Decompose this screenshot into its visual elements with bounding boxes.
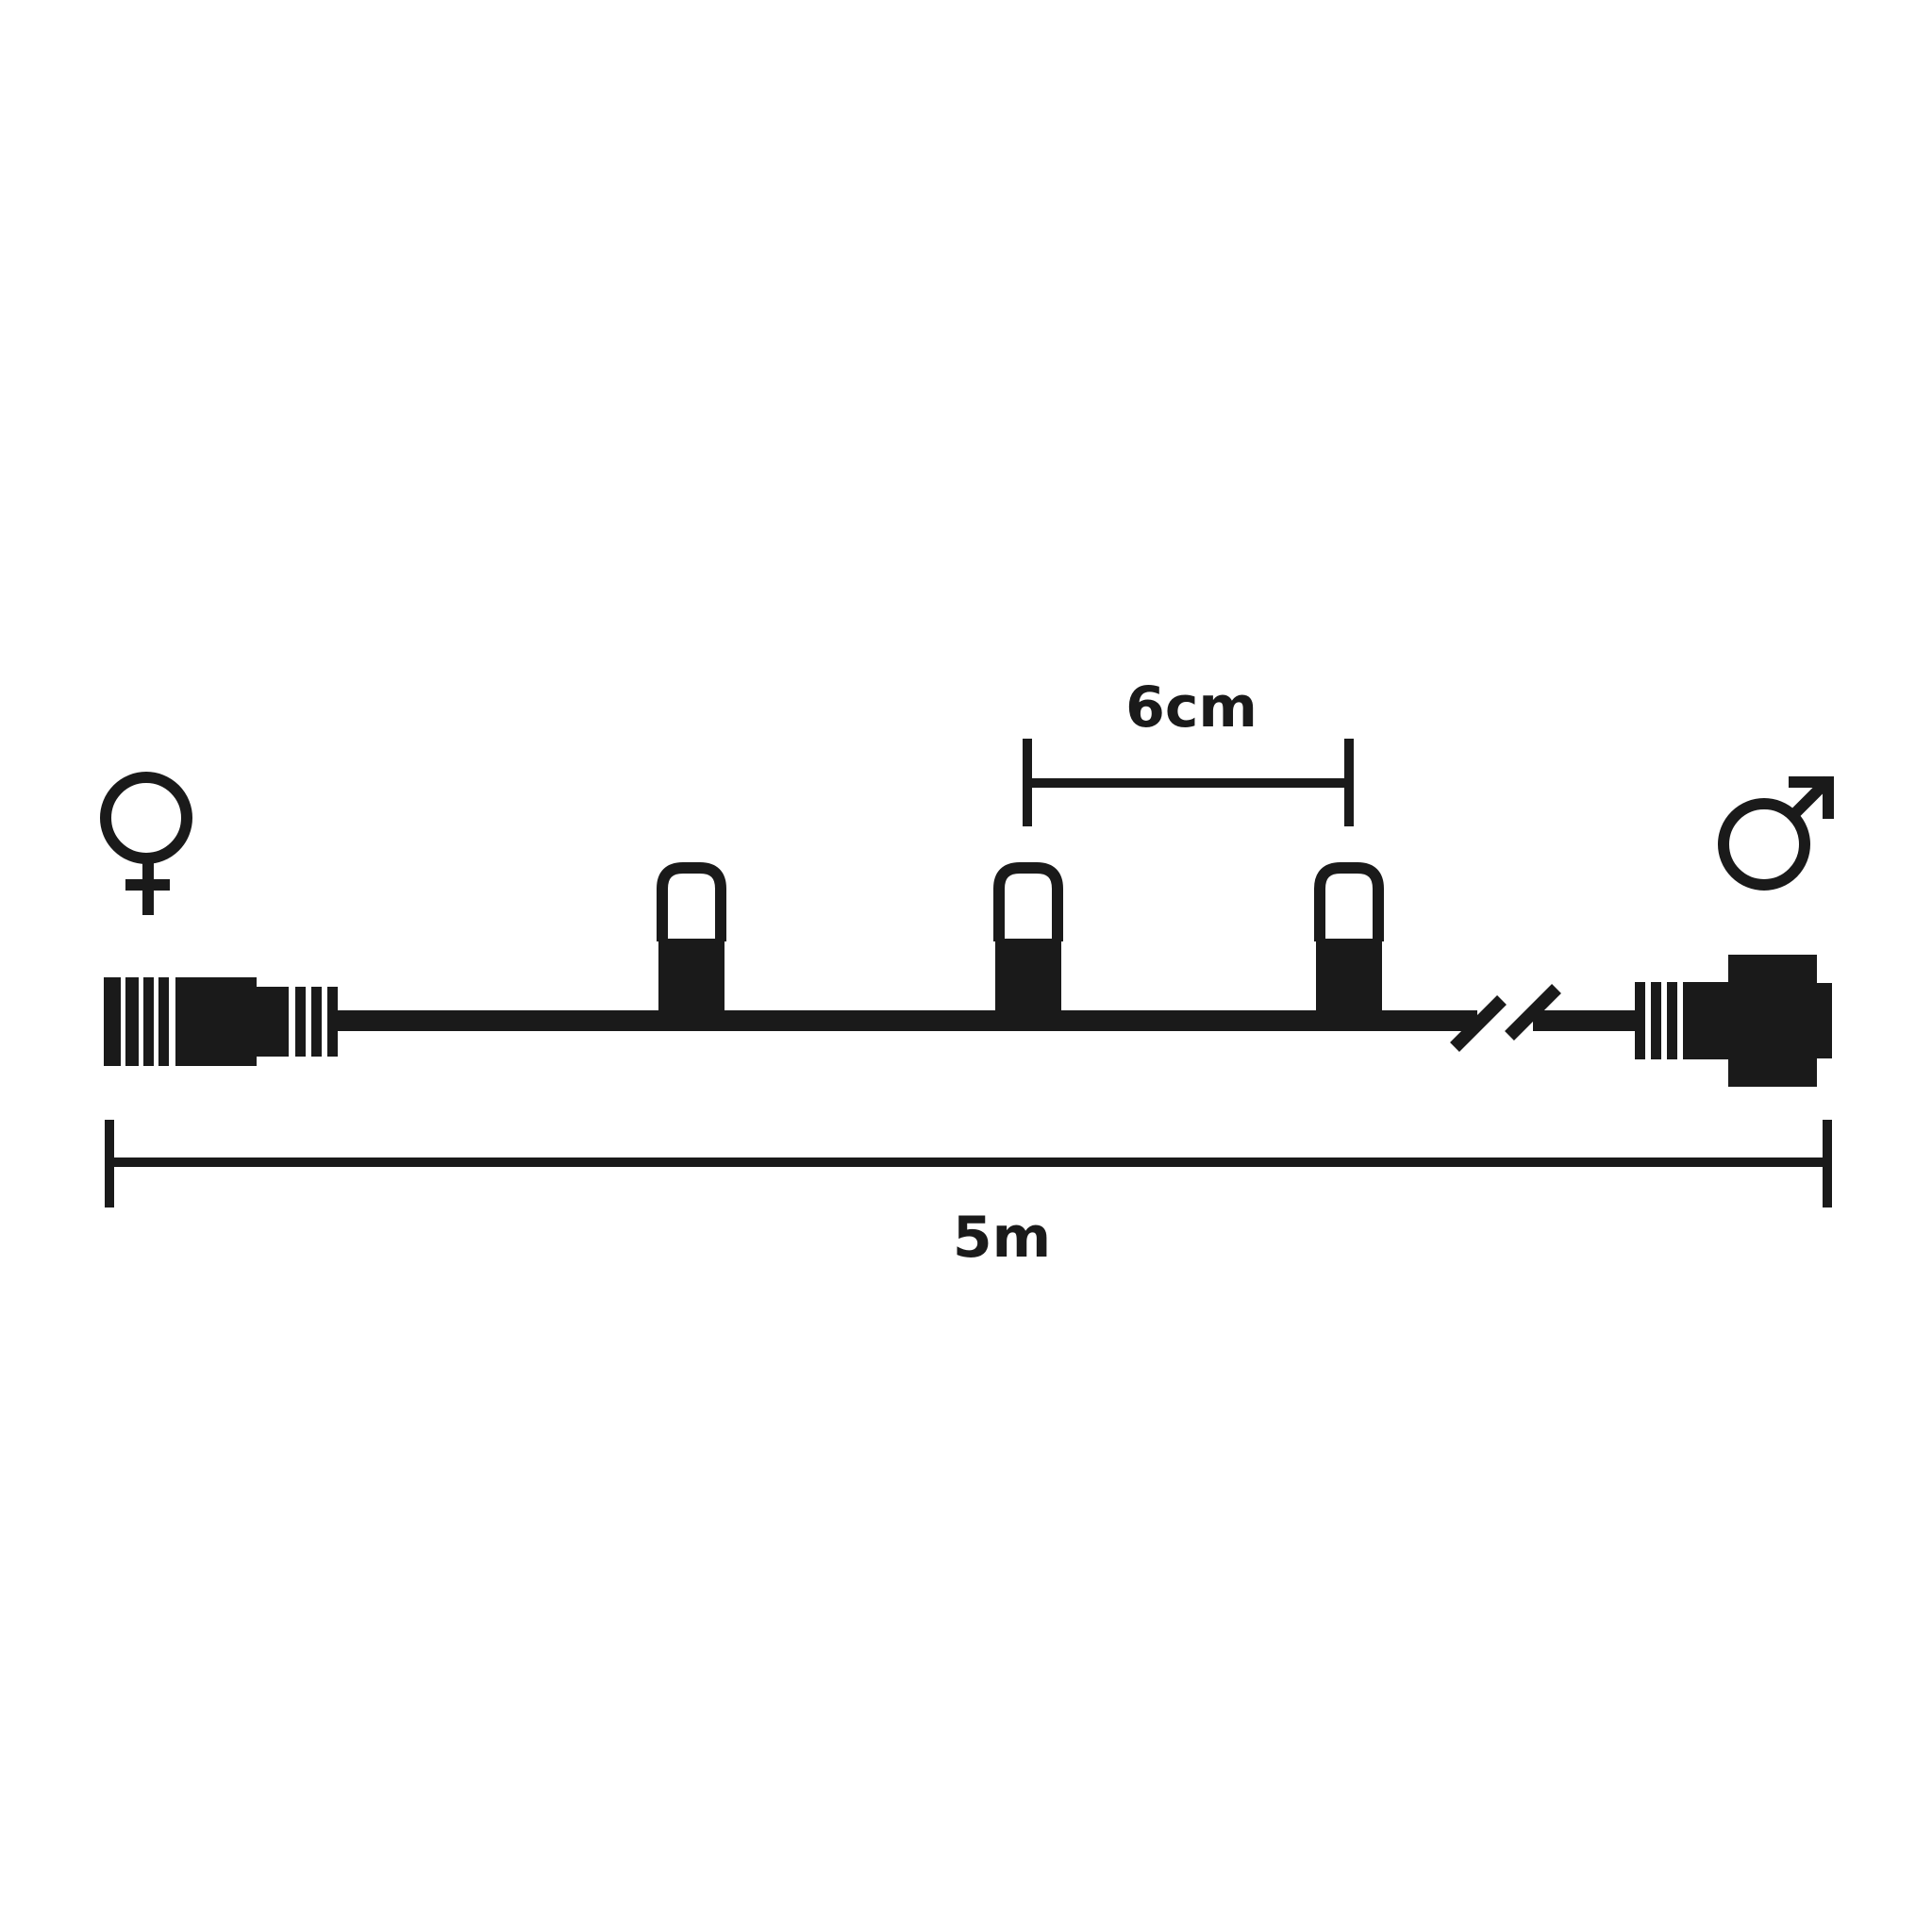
bulb <box>1314 862 1384 1014</box>
male-connector <box>1635 955 1832 1087</box>
bulb-spacing-dimension <box>1023 739 1354 826</box>
total-length-label: 5m <box>953 1205 1051 1271</box>
male-symbol-icon <box>1718 775 1834 891</box>
bulb-spacing-label: 6cm <box>1125 675 1257 741</box>
bulb <box>657 862 726 1014</box>
total-length-dimension <box>105 1120 1832 1208</box>
main-cable <box>335 1010 1477 1031</box>
bulb <box>993 862 1063 1014</box>
cable-end-segment <box>1533 1010 1639 1031</box>
female-connector <box>104 977 338 1066</box>
female-symbol-icon <box>100 772 192 915</box>
